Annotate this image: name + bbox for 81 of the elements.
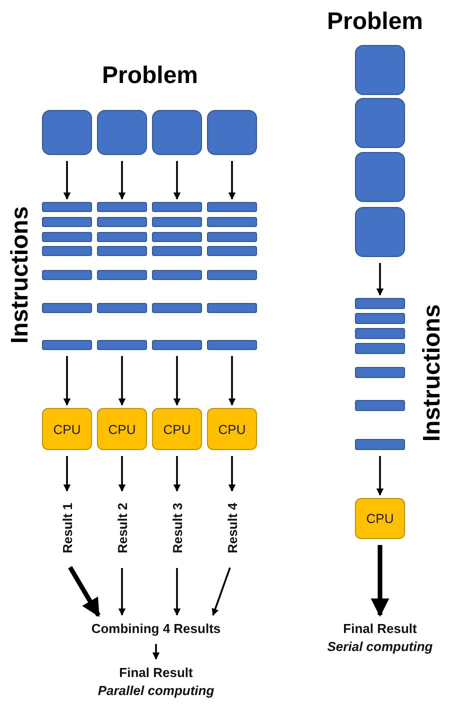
heading-label: Problem	[327, 8, 424, 36]
arrow	[118, 356, 126, 406]
instruction-bar	[97, 246, 147, 256]
instruction-bar	[42, 202, 92, 212]
instruction-bar	[355, 313, 405, 324]
instruction-bar	[152, 303, 202, 313]
arrow	[212, 567, 231, 616]
arrow	[118, 161, 126, 200]
arrow	[63, 161, 71, 200]
caption-text: Parallel computing	[96, 683, 216, 698]
heading-label: Instructions	[6, 206, 34, 344]
heading-label: Instructions	[418, 304, 446, 442]
arrow	[376, 456, 384, 496]
arrow	[228, 356, 236, 406]
instruction-bar	[152, 340, 202, 350]
arrow	[228, 161, 236, 200]
arrow	[63, 356, 71, 406]
problem-block	[355, 152, 405, 202]
instruction-bar	[355, 400, 405, 411]
instruction-bar	[207, 303, 257, 313]
instruction-bar	[42, 217, 92, 227]
instruction-bar	[42, 303, 92, 313]
instruction-bar	[42, 246, 92, 256]
arrow	[63, 456, 71, 492]
cpu-box: CPU	[42, 408, 92, 450]
problem-block	[355, 207, 405, 257]
result-text: Final Result	[105, 662, 207, 682]
arrow	[118, 568, 126, 616]
problem-block	[152, 110, 202, 155]
instruction-bar	[207, 202, 257, 212]
instruction-bar	[207, 246, 257, 256]
instruction-bar	[207, 270, 257, 280]
cpu-box: CPU	[97, 408, 147, 450]
result-text: Result 4	[224, 494, 240, 562]
caption-text: Serial computing	[326, 639, 434, 654]
arrow	[370, 545, 390, 617]
arrow	[173, 161, 181, 200]
instruction-bar	[152, 232, 202, 242]
result-text: Result 2	[114, 494, 130, 562]
instruction-bar	[152, 217, 202, 227]
result-text: Combining 4 Results	[70, 618, 242, 638]
instruction-bar	[355, 439, 405, 450]
cpu-box: CPU	[355, 498, 405, 539]
instruction-bar	[42, 270, 92, 280]
instruction-bar	[355, 343, 405, 354]
problem-block	[355, 98, 405, 148]
cpu-box: CPU	[152, 408, 202, 450]
result-text: Result 3	[169, 494, 185, 562]
instruction-bar	[97, 232, 147, 242]
arrow	[68, 566, 100, 617]
arrow	[173, 356, 181, 406]
instruction-bar	[42, 340, 92, 350]
arrow	[118, 456, 126, 492]
arrow	[173, 456, 181, 492]
instruction-bar	[152, 246, 202, 256]
arrow	[173, 568, 181, 616]
arrow	[376, 263, 384, 296]
instruction-bar	[42, 232, 92, 242]
arrow	[228, 456, 236, 492]
result-text: Final Result	[330, 618, 430, 638]
result-text: Result 1	[59, 494, 75, 562]
cpu-box: CPU	[207, 408, 257, 450]
instruction-bar	[207, 232, 257, 242]
instruction-bar	[355, 298, 405, 309]
instruction-bar	[207, 340, 257, 350]
instruction-bar	[207, 217, 257, 227]
problem-block	[97, 110, 147, 155]
instruction-bar	[97, 303, 147, 313]
problem-block	[355, 45, 405, 95]
arrow	[152, 644, 160, 660]
instruction-bar	[97, 202, 147, 212]
instruction-bar	[97, 217, 147, 227]
instruction-bar	[355, 328, 405, 339]
problem-block	[42, 110, 92, 155]
heading-label: Problem	[102, 62, 198, 90]
problem-block	[207, 110, 257, 155]
instruction-bar	[355, 367, 405, 378]
instruction-bar	[152, 202, 202, 212]
instruction-bar	[97, 340, 147, 350]
instruction-bar	[152, 270, 202, 280]
instruction-bar	[97, 270, 147, 280]
